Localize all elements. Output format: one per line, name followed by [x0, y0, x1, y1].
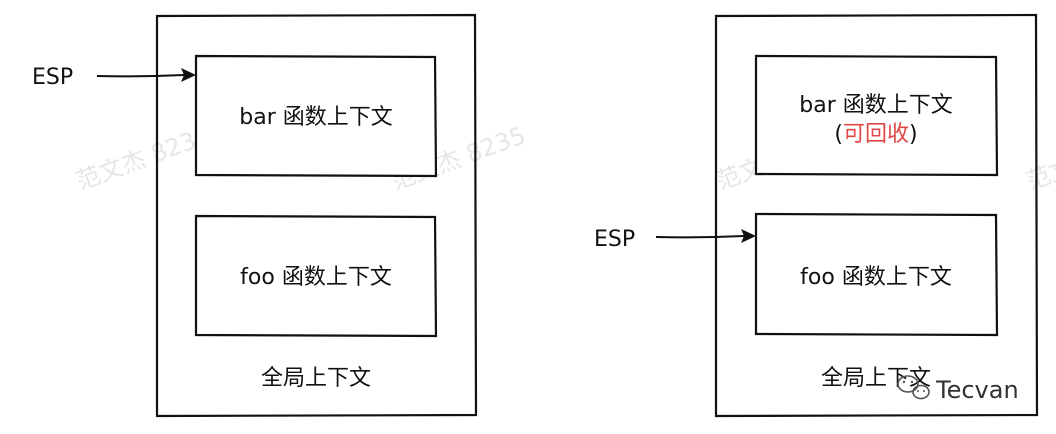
right-bar-frame-box: [754, 54, 999, 177]
watermark: 范文杰 8235: [1022, 121, 1056, 195]
watermark: 范文杰 8235: [72, 121, 214, 195]
brand-watermark: Tecvan: [897, 375, 1019, 404]
left-esp-label: ESP: [32, 65, 73, 90]
note-close-paren: ): [909, 122, 918, 147]
left-global-context-label: 全局上下文: [261, 366, 371, 391]
right-foo-frame-label: foo 函数上下文: [800, 265, 952, 290]
left-bar-frame-label: bar 函数上下文: [239, 105, 393, 130]
reclaimable-note: 可回收: [843, 122, 909, 147]
right-foo-frame-box: [754, 212, 999, 337]
right-bar-frame-label: bar 函数上下文: [799, 93, 953, 118]
right-esp-label: ESP: [594, 227, 635, 252]
left-foo-frame-label: foo 函数上下文: [240, 265, 392, 290]
left-foo-frame-box: [194, 214, 438, 338]
left-bar-frame-box: [194, 54, 438, 178]
right-bar-frame-note: (可回收): [834, 122, 917, 147]
right-esp-arrow: [655, 229, 756, 243]
right-global-context-label: 全局上下文: [821, 366, 931, 391]
wechat-icon: [897, 375, 930, 400]
right-global-context-box: [714, 13, 1039, 418]
note-open-paren: (: [834, 122, 843, 147]
brand-name: Tecvan: [935, 376, 1019, 404]
left-global-context-box: [155, 13, 478, 418]
left-esp-arrow: [96, 68, 196, 82]
right-stack: bar 函数上下文 (可回收) foo 函数上下文 全局上下文 ESP: [594, 13, 1039, 418]
left-stack: bar 函数上下文 foo 函数上下文 全局上下文 ESP: [32, 13, 478, 418]
